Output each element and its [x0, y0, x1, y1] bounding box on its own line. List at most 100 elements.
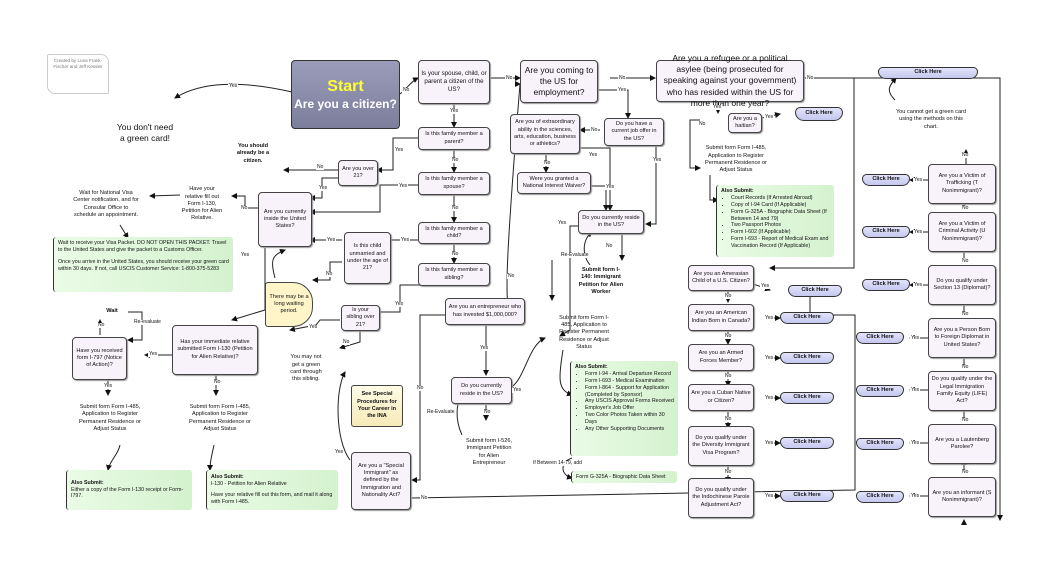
edge-label-no: No — [505, 75, 514, 81]
trafficking-question[interactable]: Are you a Victim of Trafficking (T Nonim… — [928, 164, 996, 204]
edge-label-yes: Yes — [760, 283, 771, 289]
long-wait-note: There may be a long waiting period. — [265, 282, 313, 327]
edge-label-yes: Yes — [910, 440, 921, 446]
submit-i526-step: Submit form I-526, Immigrant Petition fo… — [462, 425, 516, 480]
family-child-question[interactable]: Is this family member a child? — [418, 222, 490, 244]
also-submit-a: Also Submit: Either a copy of the Form I… — [66, 470, 192, 510]
edge-label-no: No — [97, 322, 106, 328]
edge-label-yes: Yes — [240, 252, 251, 258]
edge-label-reevaluate: Re-Evaluate — [426, 409, 456, 415]
click-here-haitian[interactable]: Click Here — [795, 107, 843, 121]
diversity-question[interactable]: Do you qualify under the Diversity Immig… — [688, 426, 754, 466]
special-immigrant-question[interactable]: Are you a "Special Immigrant" as defined… — [351, 452, 411, 510]
also-submit-b: Also Submit: I-130 - Petition for Alien … — [206, 470, 338, 510]
click-here-life-act[interactable]: Click Here — [856, 385, 904, 397]
section13-question[interactable]: Do you qualify under Section 13 (Diploma… — [928, 265, 996, 305]
edge-label-reevaluate: Re-Evaluate — [560, 252, 590, 258]
received-i797-question[interactable]: Have you received form I-797 (Notice of … — [72, 337, 127, 380]
reside-us-question-2[interactable]: Do you currently reside in the US? — [451, 377, 512, 404]
edge-label-no: No — [961, 417, 970, 423]
click-here-foreign-diplomat[interactable]: Click Here — [856, 332, 904, 344]
edge-label-no: No — [961, 258, 970, 264]
family-sibling-question[interactable]: Is this family member a sibling? — [418, 263, 490, 286]
also-submit-c-item: Employer's Job Offer — [585, 405, 674, 412]
not-through-sibling-text: You may not get a green card through thi… — [290, 354, 322, 383]
relative-submitted-i130-question[interactable]: Has your immediate relative submitted Fo… — [172, 325, 258, 375]
edge-label-yes: Yes — [394, 147, 405, 153]
edge-label-yes: Yes — [308, 324, 319, 330]
click-here-cuban[interactable]: Click Here — [780, 392, 834, 404]
informant-question[interactable]: Are you an informant (S Nonimmigrant)? — [928, 477, 996, 517]
foreign-diplomat-question[interactable]: Are you a Person Born to Foreign Diploma… — [928, 318, 996, 358]
click-here-informant[interactable]: Click Here — [856, 491, 904, 503]
click-here-armed-forces[interactable]: Click Here — [780, 352, 834, 364]
edge-label-yes: Yes — [334, 449, 345, 455]
indochinese-question[interactable]: Do you qualify under the Indochinese Par… — [688, 478, 754, 518]
also-submit-d-item: Court Records (If Arrested Abroad) — [731, 195, 830, 202]
edge-label-yes: Yes — [913, 229, 924, 235]
wait-step: Wait — [96, 306, 128, 318]
inside-us-question[interactable]: Are you currently inside the United Stat… — [258, 192, 312, 247]
edge-label-no: No — [724, 373, 733, 379]
life-act-question[interactable]: Do you qualify under the Legal Immigrati… — [928, 371, 996, 411]
edge-label-no: No — [961, 205, 970, 211]
niw-question[interactable]: Were you granted a National Interest Wai… — [517, 172, 591, 194]
also-submit-c-title: Also Submit: — [575, 364, 608, 370]
click-here-top[interactable]: Click Here — [878, 67, 978, 79]
child-unmarried-question[interactable]: Is this child unmarried and under the ag… — [344, 232, 391, 284]
edge-label-yes: Yes — [103, 383, 114, 389]
edge-label-no: No — [483, 409, 492, 415]
also-submit-c-item: Form I-693 - Medical Examination — [585, 378, 674, 385]
amerasian-question[interactable]: Are you an Amerasian Child of a U.S. Cit… — [688, 265, 754, 291]
g325a-note: Form G-325A - Biographic Data Sheet — [571, 471, 677, 483]
edge-label-yes: Yes — [764, 355, 775, 361]
g325a-condition-label: If Between 14-79, add — [532, 460, 583, 466]
family-parent-question[interactable]: Is this family member a parent? — [418, 127, 490, 150]
relative-i130-step: Have your relative fill out Form I-130, … — [178, 177, 226, 232]
employment-question[interactable]: Are you coming to the US for employment? — [520, 60, 598, 103]
edge-label-yes: Yes — [913, 177, 924, 183]
edge-label-yes: Yes — [557, 220, 568, 226]
edge-label-yes: Yes — [398, 183, 409, 189]
lautenberg-question[interactable]: Are you a Lautenberg Parolee? — [928, 424, 996, 464]
edge-label-yes: Yes — [913, 282, 924, 288]
refugee-question[interactable]: Are you a refugee or a political asylee … — [656, 53, 804, 108]
edge-label-no: No — [724, 333, 733, 339]
click-here-trafficking[interactable]: Click Here — [862, 174, 910, 186]
click-here-amerasian[interactable]: Click Here — [788, 285, 842, 297]
edge-label-no: No — [325, 271, 334, 277]
visa-packet-note: Wait to receive your Visa Packet. DO NOT… — [53, 237, 233, 292]
click-here-american-indian[interactable]: Click Here — [780, 312, 834, 324]
click-here-diversity[interactable]: Click Here — [780, 437, 834, 449]
also-submit-b-line2: Have your relative fill out this form, a… — [211, 492, 333, 505]
edge-label-yes: Yes — [512, 387, 523, 393]
edge-label-no: No — [698, 121, 707, 127]
armed-forces-question[interactable]: Are you an Armed Forces Member? — [688, 344, 754, 371]
haitian-question[interactable]: Are you a haitian? — [728, 113, 762, 133]
click-here-lautenberg[interactable]: Click Here — [856, 438, 904, 450]
spouse-child-parent-question[interactable]: Is your spouse, child, or parent a citiz… — [418, 60, 490, 104]
submit-i485-c: Submit form Form I-485, Application to R… — [552, 313, 616, 353]
also-submit-b-line1: I-130 - Petition for Alien Relative — [211, 481, 287, 488]
click-here-section13[interactable]: Click Here — [862, 279, 910, 291]
cuban-question[interactable]: Are you a Cuban Native or Citizen? — [688, 384, 754, 411]
click-here-indochinese[interactable]: Click Here — [780, 490, 834, 502]
click-here-criminal[interactable]: Click Here — [862, 226, 910, 238]
over-21-question[interactable]: Are you over 21? — [338, 160, 378, 186]
reside-us-question-1[interactable]: Do you currently reside in the US? — [578, 210, 644, 234]
edge-label-no: No — [451, 205, 460, 211]
job-offer-question[interactable]: Do you have a current job offer in the U… — [604, 118, 664, 146]
edge-label-yes: Yes — [605, 184, 616, 190]
extraordinary-question[interactable]: Are you of extraordinary ability in the … — [510, 114, 580, 154]
entrepreneur-question[interactable]: Are you an entrepreneur who has invested… — [445, 298, 525, 325]
start-node[interactable]: Start Are you a citizen? — [291, 60, 400, 129]
sibling-over-21-question[interactable]: Is your sibling over 21? — [341, 305, 380, 331]
edge-label-no: No — [451, 251, 460, 257]
family-spouse-question[interactable]: Is this family member a spouse? — [418, 172, 490, 195]
edge-label-no: No — [806, 75, 815, 81]
american-indian-question[interactable]: Are you an American Indian Born in Canad… — [688, 304, 754, 331]
start-question: Are you a citizen? — [294, 97, 397, 111]
criminal-question[interactable]: Are you a Victim of Criminal Activity (U… — [928, 212, 996, 252]
no-green-card-text: You don't need a green card! — [116, 121, 174, 143]
edge-label-yes: Yes — [910, 335, 921, 341]
